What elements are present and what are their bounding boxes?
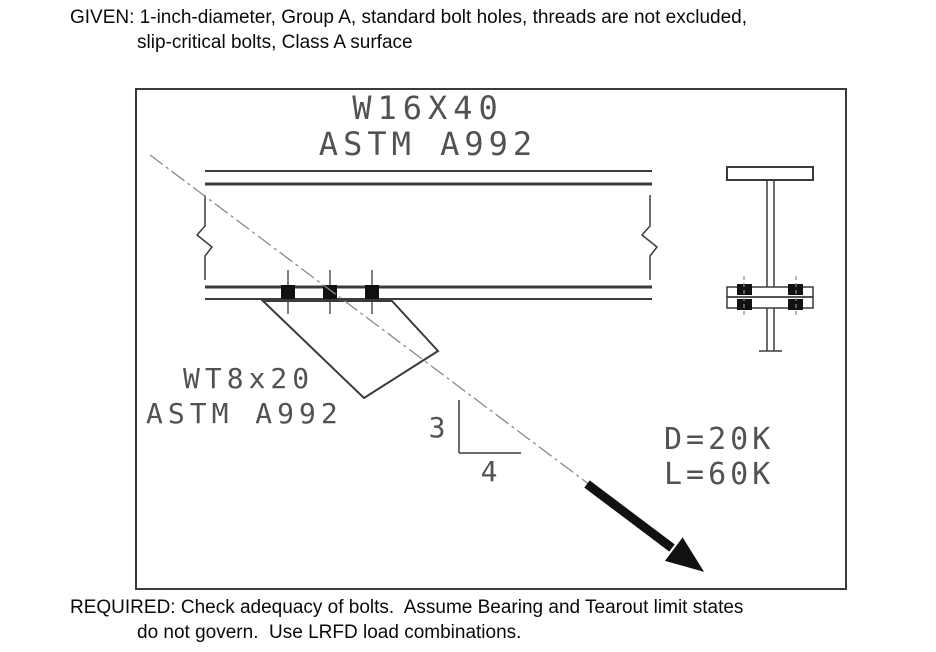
beam-size-label: W16X40 — [352, 89, 504, 127]
bolt-2 — [323, 285, 337, 299]
slope-run-label: 4 — [481, 455, 498, 488]
slope-triangle — [458, 400, 521, 454]
section-bolt-right-top — [788, 284, 803, 295]
live-load-label: L=60K — [664, 457, 774, 492]
bolt-group-elevation — [281, 270, 379, 314]
bolt-3 — [365, 285, 379, 299]
dead-load-label: D=20K — [664, 422, 774, 457]
section-bolt-left-top — [737, 284, 752, 295]
wt-size-label: WT8x20 — [183, 362, 314, 395]
given-line-1: GIVEN: 1-inch-diameter, Group A, standar… — [70, 7, 747, 28]
beam-spec-label: ASTM A992 — [319, 125, 537, 163]
beam-section — [726, 166, 814, 352]
bolt-1 — [281, 285, 295, 299]
break-mark-left — [195, 195, 214, 280]
required-line-1: REQUIRED: Check adequacy of bolts. Assum… — [70, 597, 744, 618]
beam-elevation — [195, 170, 659, 300]
slope-rise-label: 3 — [429, 411, 446, 444]
required-line-2: do not govern. Use LRFD load combination… — [137, 622, 522, 643]
force-centerline — [149, 154, 603, 495]
break-mark-right — [640, 195, 659, 280]
wt-spec-label: ASTM A992 — [146, 397, 343, 430]
given-line-2: slip-critical bolts, Class A surface — [137, 32, 413, 53]
wt-bracket — [260, 300, 440, 400]
load-arrow — [584, 480, 705, 572]
